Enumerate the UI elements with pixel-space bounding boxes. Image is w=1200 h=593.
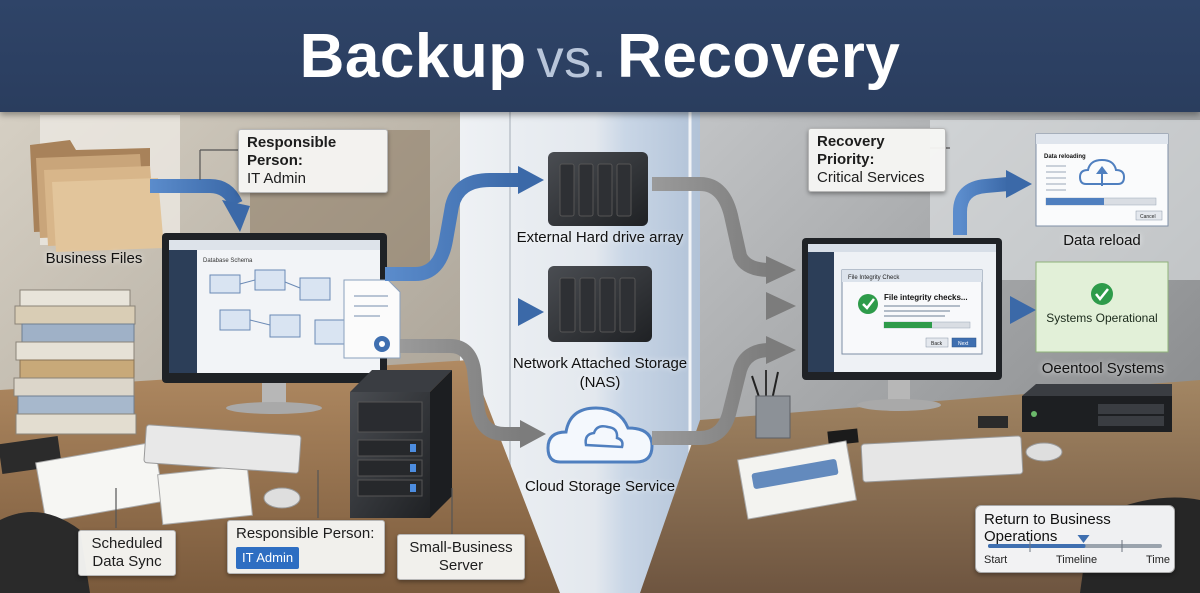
data-reload-label: Data reload xyxy=(1063,232,1141,249)
responsible-bottom-heading: Responsible Person: xyxy=(236,525,375,542)
external-drive-label: External Hard drive array xyxy=(516,229,684,246)
nas-device-icon xyxy=(548,266,652,342)
mouse-left xyxy=(263,487,301,509)
integrity-check-dialog: File Integrity Check File integrity chec… xyxy=(841,269,983,355)
systems-operational-text: Systems Operational xyxy=(1046,311,1157,325)
nas-label: Network Attached Storage (NAS) xyxy=(500,354,700,392)
responsible-person-top-label: Responsible Person: IT Admin xyxy=(238,129,388,193)
timeline-middle: Timeline xyxy=(1056,554,1098,566)
cloud-upload-icon xyxy=(1078,158,1126,185)
title-recovery: Recovery xyxy=(617,21,901,91)
title-backup: Backup xyxy=(299,21,527,91)
responsible-top-value: IT Admin xyxy=(247,170,306,187)
mouse-right xyxy=(1025,442,1063,462)
responsible-person-bottom-label: Responsible Person: IT Admin xyxy=(227,520,385,574)
data-reload-window-title: Data reloading xyxy=(1044,154,1086,160)
keyboard-right xyxy=(860,435,1024,483)
timeline-track xyxy=(988,535,1162,552)
desk-document xyxy=(157,464,253,526)
return-to-business-timeline: Return to Business Operations Start Time… xyxy=(975,505,1175,573)
monitor-window-title: Database Schema xyxy=(203,258,253,264)
network-switch-icon xyxy=(1022,384,1172,432)
operational-systems-label: Oeentool Systems xyxy=(1041,360,1165,377)
dialog-cancel-button[interactable]: Back xyxy=(931,341,943,347)
server-line2: Server xyxy=(438,557,484,574)
recovery-priority-value: Critical Services xyxy=(817,169,925,186)
cloud-storage-label: Cloud Storage Service xyxy=(524,478,676,495)
reload-progress-fill xyxy=(1046,198,1104,205)
nas-line1: Network Attached Storage xyxy=(512,355,688,372)
timeline-start: Start xyxy=(984,554,1008,566)
check-circle-icon xyxy=(858,294,878,314)
external-drive-array-icon xyxy=(548,152,648,226)
small-business-server-label: Small-Business Server xyxy=(397,534,525,580)
business-files-label: Business Files xyxy=(45,250,143,267)
chair-left xyxy=(0,512,90,593)
scheduled-sync-label: Scheduled Data Sync xyxy=(78,530,176,576)
data-reload-window: Data reloading Cancel xyxy=(1035,133,1169,227)
timeline-end: Time xyxy=(1146,554,1171,566)
folder-stack-icon xyxy=(30,140,164,252)
it-admin-badge: IT Admin xyxy=(236,547,300,569)
recovery-priority-heading: Recovery Priority: xyxy=(817,133,885,168)
desk-paper-right-2 xyxy=(751,459,839,489)
responsible-top-heading: Responsible Person: xyxy=(247,134,337,169)
timeline-marker-icon xyxy=(1077,535,1090,543)
backup-arrows xyxy=(150,166,546,448)
title-vs: vs. xyxy=(536,28,608,89)
document-gear-icon xyxy=(343,279,401,359)
pen-cup-icon xyxy=(751,370,791,439)
recovery-arrows xyxy=(652,170,1036,445)
dialog-title: File Integrity Check xyxy=(848,275,900,281)
dialog-heading: File integrity checks... xyxy=(884,293,968,302)
systems-operational-card: Systems Operational xyxy=(1035,261,1169,353)
data-reload-cancel-button[interactable]: Cancel xyxy=(1140,214,1156,220)
server-line1: Small-Business xyxy=(409,539,513,556)
nas-line2: (NAS) xyxy=(579,374,621,391)
keyboard-left xyxy=(143,424,302,474)
scheduled-sync-line2: Data Sync xyxy=(92,553,162,570)
dialog-ok-button[interactable]: Next xyxy=(958,341,969,347)
report-document xyxy=(35,441,165,523)
workstation-monitor-left: Database Schema xyxy=(162,233,387,414)
integrity-progress-fill xyxy=(884,322,932,328)
phone-icon xyxy=(827,428,859,446)
router-icon xyxy=(978,416,1008,428)
server-tower-icon xyxy=(350,370,452,518)
scheduled-sync-line1: Scheduled xyxy=(91,535,163,552)
timeline-title: Return to Business Operations xyxy=(984,511,1111,545)
binder-stack-icon xyxy=(13,289,137,435)
operational-check-icon xyxy=(1091,283,1113,305)
recovery-priority-label: Recovery Priority: Critical Services xyxy=(808,128,946,192)
cloud-icon xyxy=(546,406,654,464)
